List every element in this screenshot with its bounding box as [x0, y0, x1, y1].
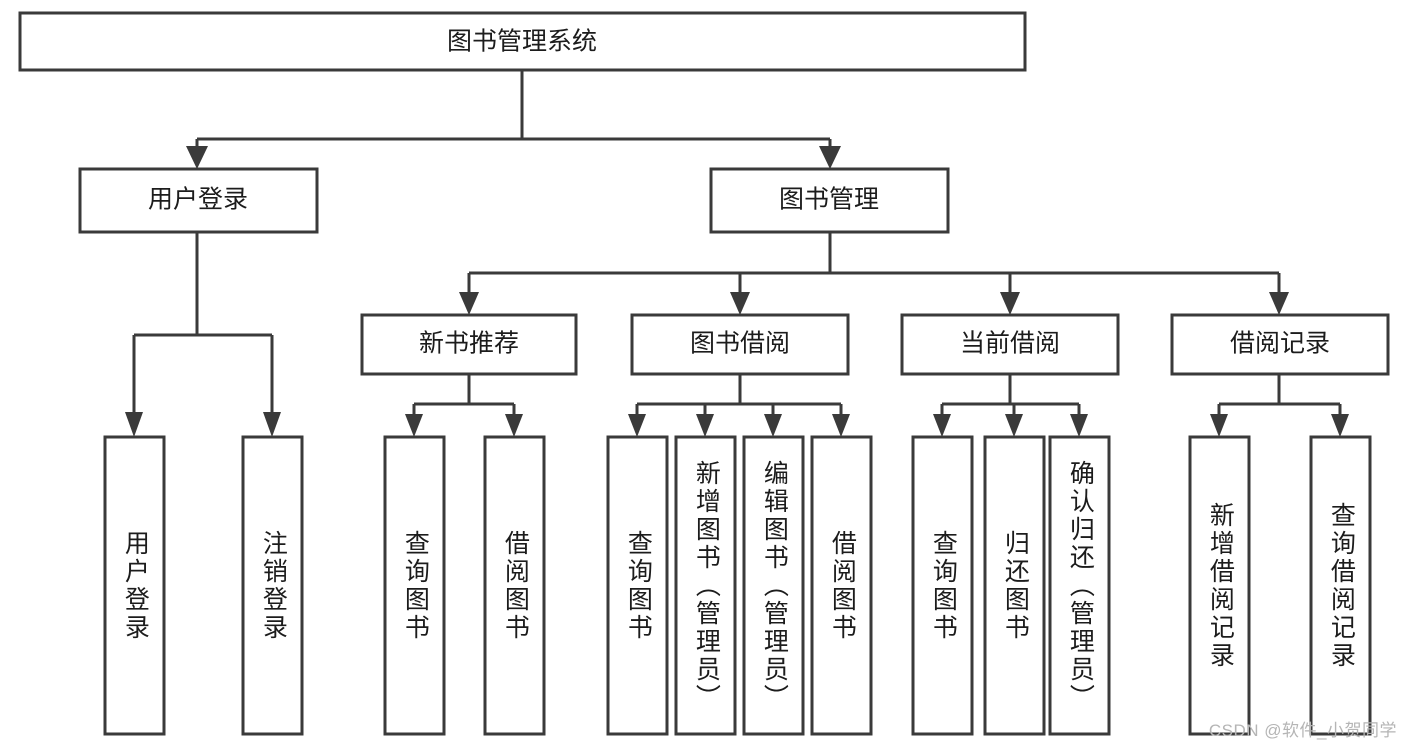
node-leaf-add-borrow-record-label: 新增借阅记录	[1206, 502, 1235, 670]
node-leaf-add-book-admin-label: 新增图书（管理员）	[692, 460, 721, 712]
arrowhead-leaf-edit-book-admin	[764, 414, 782, 437]
node-leaf-query-book-current[interactable]: 查询图书	[911, 435, 974, 736]
node-user-login-box[interactable]	[78, 167, 319, 234]
node-borrow-record-box[interactable]	[1170, 313, 1390, 376]
node-leaf-query-book-borrow-box[interactable]	[606, 435, 669, 736]
node-leaf-user-login-label: 用户登录	[121, 530, 150, 642]
node-new-book-recommend-box[interactable]	[360, 313, 578, 376]
node-new-book-recommend-label: 新书推荐	[419, 330, 519, 358]
node-user-login-label: 用户登录	[148, 186, 248, 214]
arrowhead-leaf-borrow-book	[832, 414, 850, 437]
node-leaf-query-book-current-box[interactable]	[911, 435, 974, 736]
node-book-manage-box[interactable]	[709, 167, 950, 234]
node-leaf-edit-book-admin[interactable]: 编辑图书（管理员）	[742, 435, 805, 736]
node-leaf-borrow-book-box[interactable]	[810, 435, 873, 736]
node-leaf-logout[interactable]: 注销登录	[241, 435, 304, 736]
arrowhead-leaf-query-book-rec	[405, 414, 423, 437]
node-leaf-edit-book-admin-box[interactable]	[742, 435, 805, 736]
node-book-manage-label: 图书管理	[779, 186, 879, 214]
arrowhead-borrow-record	[1269, 292, 1289, 315]
node-leaf-add-borrow-record[interactable]: 新增借阅记录	[1188, 435, 1251, 736]
node-leaf-borrow-book-rec-label: 借阅图书	[501, 530, 530, 642]
node-user-login[interactable]: 用户登录	[78, 167, 319, 234]
node-leaf-query-book-rec-label: 查询图书	[401, 530, 430, 642]
arrowhead-user-login	[186, 146, 208, 169]
node-borrow-record[interactable]: 借阅记录	[1170, 313, 1390, 376]
arrowhead-book-borrow	[730, 292, 750, 315]
node-leaf-logout-box[interactable]	[241, 435, 304, 736]
node-leaf-confirm-return-admin-box[interactable]	[1048, 435, 1111, 736]
node-leaf-query-book-rec[interactable]: 查询图书	[383, 435, 446, 736]
node-leaf-return-book-box[interactable]	[983, 435, 1046, 736]
node-leaf-borrow-book[interactable]: 借阅图书	[810, 435, 873, 736]
node-leaf-borrow-book-rec[interactable]: 借阅图书	[483, 435, 546, 736]
node-leaf-query-borrow-record-label: 查询借阅记录	[1327, 502, 1356, 670]
node-leaf-query-book-current-label: 查询图书	[929, 530, 958, 642]
node-leaf-query-book-borrow-label: 查询图书	[624, 530, 653, 642]
arrowhead-leaf-query-book-current	[933, 414, 951, 437]
node-leaf-borrow-book-rec-box[interactable]	[483, 435, 546, 736]
node-leaf-user-login[interactable]: 用户登录	[103, 435, 166, 736]
arrowhead-leaf-confirm-return-admin	[1070, 414, 1088, 437]
node-leaf-query-book-borrow[interactable]: 查询图书	[606, 435, 669, 736]
node-leaf-query-borrow-record-box[interactable]	[1309, 435, 1372, 736]
arrowhead-leaf-add-book-admin	[696, 414, 714, 437]
node-book-borrow[interactable]: 图书借阅	[630, 313, 850, 376]
node-current-borrow[interactable]: 当前借阅	[900, 313, 1120, 376]
node-leaf-confirm-return-admin-label: 确认归还（管理员）	[1066, 460, 1095, 712]
node-leaf-return-book-label: 归还图书	[1001, 530, 1030, 642]
node-current-borrow-label: 当前借阅	[960, 330, 1060, 358]
node-leaf-borrow-book-label: 借阅图书	[828, 530, 857, 642]
arrowhead-leaf-query-borrow-record	[1331, 414, 1349, 437]
node-new-book-recommend[interactable]: 新书推荐	[360, 313, 578, 376]
node-root-box[interactable]	[18, 11, 1027, 72]
arrowhead-leaf-return-book	[1005, 414, 1023, 437]
node-root[interactable]: 图书管理系统	[18, 11, 1027, 72]
node-leaf-add-book-admin-box[interactable]	[674, 435, 737, 736]
node-leaf-query-borrow-record[interactable]: 查询借阅记录	[1309, 435, 1372, 736]
node-current-borrow-box[interactable]	[900, 313, 1120, 376]
node-leaf-return-book[interactable]: 归还图书	[983, 435, 1046, 736]
node-book-borrow-box[interactable]	[630, 313, 850, 376]
arrowhead-book-manage	[819, 146, 841, 169]
node-borrow-record-label: 借阅记录	[1230, 330, 1330, 358]
arrowhead-leaf-add-borrow-record	[1210, 414, 1228, 437]
node-leaf-edit-book-admin-label: 编辑图书（管理员）	[760, 460, 789, 712]
connector-layer	[125, 70, 1349, 437]
node-book-borrow-label: 图书借阅	[690, 330, 790, 358]
node-leaf-query-book-rec-box[interactable]	[383, 435, 446, 736]
node-leaf-user-login-box[interactable]	[103, 435, 166, 736]
arrowhead-leaf-user-login	[125, 412, 143, 437]
arrowhead-current-borrow	[1000, 292, 1020, 315]
arrowhead-leaf-query-book-borrow	[628, 414, 646, 437]
node-root-label: 图书管理系统	[447, 28, 597, 56]
node-book-manage[interactable]: 图书管理	[709, 167, 950, 234]
node-leaf-confirm-return-admin[interactable]: 确认归还（管理员）	[1048, 435, 1111, 736]
arrowhead-leaf-borrow-book-rec	[505, 414, 523, 437]
node-leaf-add-borrow-record-box[interactable]	[1188, 435, 1251, 736]
node-leaf-logout-label: 注销登录	[259, 530, 288, 642]
arrowhead-new-book-recommend	[459, 292, 479, 315]
node-leaf-add-book-admin[interactable]: 新增图书（管理员）	[674, 435, 737, 736]
arrowhead-leaf-logout	[263, 412, 281, 437]
